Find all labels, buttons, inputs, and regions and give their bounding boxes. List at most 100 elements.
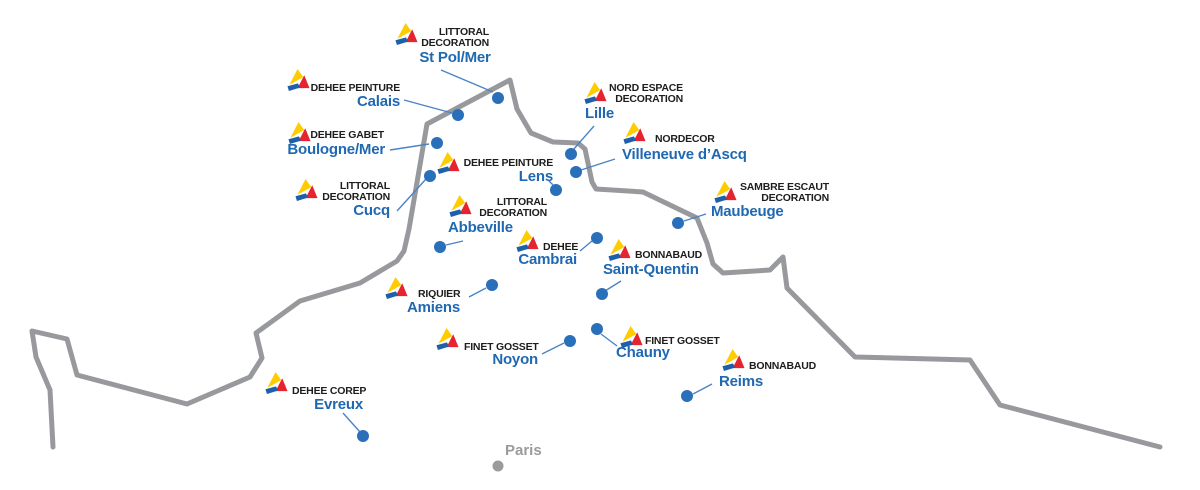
- city-marker-boulogne-mer[interactable]: [431, 137, 443, 149]
- company-name-line: DECORATION: [421, 36, 489, 49]
- city-marker-lille[interactable]: [565, 148, 577, 160]
- company-name-line: DEHEE PEINTURE: [310, 82, 401, 94]
- city-label-abbeville: Abbeville: [448, 219, 513, 236]
- company-name-amiens: RIQUIER: [418, 288, 461, 300]
- city-label-boulogne-mer: Boulogne/Mer: [287, 141, 385, 158]
- connector-line-noyon: [541, 342, 565, 355]
- company-name-line: LITTORAL: [339, 180, 390, 192]
- city-marker-noyon[interactable]: [564, 335, 576, 347]
- city-marker-villeneuve-d-ascq[interactable]: [570, 166, 582, 178]
- connector-line-maubeuge: [683, 213, 707, 222]
- company-name-line: DECORATION: [479, 206, 547, 219]
- company-name-line: BONNABAUD: [749, 360, 817, 372]
- company-name-calais: DEHEE PEINTURE: [310, 82, 401, 94]
- city-label-cucq: Cucq: [353, 202, 390, 219]
- brand-logo-icon: [608, 238, 631, 267]
- city-marker-calais[interactable]: [452, 109, 464, 121]
- city-label-villeneuve-d-ascq: Villeneuve d’Ascq: [622, 146, 747, 163]
- city-marker-maubeuge[interactable]: [672, 217, 684, 229]
- city-label-chauny: Chauny: [616, 344, 670, 361]
- connector-line-lille: [572, 125, 595, 151]
- connector-line-boulogne-mer: [389, 143, 430, 151]
- company-name-line: NORD ESPACE: [608, 82, 683, 94]
- company-name-cambrai: DEHEE: [543, 242, 578, 253]
- brand-logo-icon: [288, 121, 311, 150]
- company-name-line: DECORATION: [615, 92, 683, 105]
- company-name-line: DECORATION: [761, 191, 829, 204]
- coastline-path: [29, 77, 1163, 450]
- city-label-lille: Lille: [585, 105, 615, 122]
- company-name-line: LITTORAL: [438, 26, 489, 38]
- brand-logo-icon: [623, 121, 646, 150]
- connector-line-amiens: [468, 287, 487, 298]
- brand-logo-icon: [436, 327, 459, 356]
- city-label-st-pol-mer: St Pol/Mer: [419, 49, 491, 66]
- city-label-calais: Calais: [357, 93, 400, 110]
- city-label-lens: Lens: [518, 168, 553, 185]
- connector-line-abbeville: [445, 240, 464, 246]
- company-name-line: LITTORAL: [496, 196, 547, 208]
- company-name-line: FINET GOSSET: [464, 341, 539, 353]
- brand-logo-icon: [449, 194, 472, 223]
- brand-logo-icon: [295, 178, 318, 207]
- city-label-maubeuge: Maubeuge: [711, 203, 784, 220]
- company-name-evreux: DEHEE COREP: [292, 386, 366, 397]
- city-marker-evreux[interactable]: [357, 430, 369, 442]
- company-name-line: DECORATION: [322, 190, 390, 203]
- brand-logo-icon: [385, 276, 408, 305]
- company-name-boulogne-mer: DEHEE GABET: [310, 130, 384, 141]
- connector-line-chauny: [600, 333, 618, 347]
- brand-logo-icon: [395, 22, 418, 51]
- city-label-cambrai: Cambrai: [518, 251, 577, 268]
- connector-line-calais: [403, 99, 453, 114]
- company-name-line: BONNABAUD: [635, 249, 703, 261]
- company-name-lens: DEHEE PEINTURE: [463, 157, 554, 169]
- connector-line-saint-quentin: [604, 280, 622, 292]
- city-marker-reims[interactable]: [681, 390, 693, 402]
- city-marker-chauny[interactable]: [591, 323, 603, 335]
- paris-label: Paris: [505, 442, 542, 459]
- city-label-saint-quentin: Saint-Quentin: [603, 261, 699, 278]
- company-name-saint-quentin: BONNABAUD: [635, 250, 702, 261]
- company-name-line: RIQUIER: [418, 288, 461, 300]
- city-marker-amiens[interactable]: [486, 279, 498, 291]
- paris-marker: [492, 460, 504, 472]
- company-name-villeneuve-d-ascq: NORDECOR: [655, 134, 715, 145]
- city-marker-lens[interactable]: [550, 184, 562, 196]
- city-label-evreux: Evreux: [314, 396, 363, 413]
- company-name-line: FINET GOSSET: [645, 335, 720, 347]
- company-name-line: SAMBRE ESCAUT: [740, 181, 829, 193]
- city-marker-abbeville[interactable]: [434, 241, 446, 253]
- city-label-reims: Reims: [719, 373, 764, 390]
- company-name-line: DEHEE COREP: [292, 385, 367, 397]
- company-name-noyon: FINET GOSSET: [464, 342, 539, 353]
- connector-line-villeneuve-d-ascq: [580, 158, 616, 171]
- city-marker-saint-quentin[interactable]: [596, 288, 608, 300]
- city-marker-cambrai[interactable]: [591, 232, 603, 244]
- company-name-line: DEHEE PEINTURE: [463, 157, 554, 169]
- company-name-line: NORDECOR: [655, 133, 715, 145]
- brand-logo-icon: [714, 180, 737, 209]
- city-marker-cucq[interactable]: [424, 170, 436, 182]
- city-label-noyon: Noyon: [492, 351, 538, 368]
- brand-logo-icon: [722, 348, 745, 377]
- connector-line-reims: [692, 383, 713, 395]
- brand-logo-icon: [437, 151, 460, 180]
- company-name-reims: BONNABAUD: [749, 361, 816, 372]
- brand-logo-icon: [584, 81, 607, 110]
- connector-line-evreux: [342, 412, 361, 433]
- brand-logo-icon: [516, 229, 539, 258]
- city-label-amiens: Amiens: [407, 299, 460, 316]
- city-marker-st-pol-mer[interactable]: [492, 92, 504, 104]
- company-name-line: DEHEE: [543, 241, 579, 253]
- brand-logo-icon: [620, 325, 643, 354]
- brand-logo-icon: [287, 68, 310, 97]
